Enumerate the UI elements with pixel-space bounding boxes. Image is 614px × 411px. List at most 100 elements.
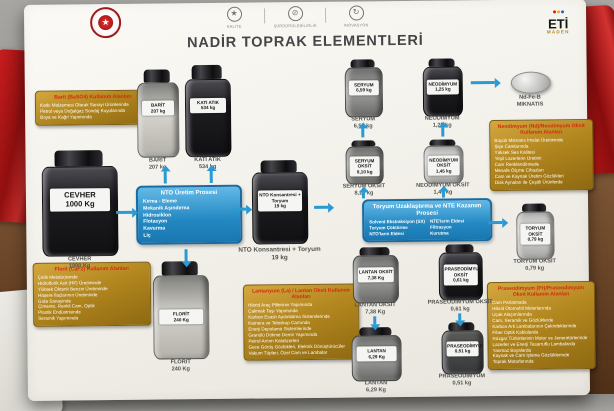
usage-item: Seramik Yapımında <box>38 315 79 322</box>
usage-item: Toprak Motorlarında <box>492 359 534 365</box>
arrow-thorium-to-seryumoksit <box>361 192 365 199</box>
bottle-label: LANTAN OKSİT <box>358 269 393 275</box>
process-title: NTO Üretim Prosesi <box>160 189 218 197</box>
bottle-cap <box>522 203 547 212</box>
bottle-amount: 7,38 Kg <box>367 274 385 280</box>
bottle-amount: 1000 Kg <box>65 199 95 209</box>
bottle-amount: 6,59 kg <box>356 87 372 93</box>
bottle-amount: 6,29 Kg <box>368 354 385 360</box>
arrow-konsantre-to-thorium <box>314 205 329 209</box>
usage-box-praseodimyum: Praseodimyum (Pr)/Praseodimyum Oksit Kul… <box>486 280 596 371</box>
badge-label: SÜRDÜRÜLEBİLİRLİK <box>273 22 317 28</box>
usage-item: Vakum Tüpleri, Özel Cam ve Lambalar <box>248 349 328 356</box>
usage-item: Boya ve Kağıt Yapımında <box>40 113 92 120</box>
badge-kalite: ★ KALİTE <box>206 6 262 28</box>
divider <box>263 8 266 24</box>
arrow-thorium-to-toryumoksit <box>488 220 503 225</box>
bottle-amount: 19 kg <box>274 203 286 209</box>
arrow-cevher-to-nto <box>116 210 133 214</box>
ndfeb-magnet <box>510 71 551 94</box>
usage-item: Disk Aynaları ile Çeşitli Ürünlerde <box>494 178 563 185</box>
arrow-nto-to-barit <box>163 171 167 184</box>
government-emblem-icon: ★ <box>89 6 122 39</box>
bottle-label: PRASEODİMYUM OKSİT <box>444 266 483 278</box>
bottle-amount: 0,79 kg <box>527 236 544 242</box>
bottle-label: NEODİMYUM OKSİT <box>429 157 458 169</box>
bottle-label: SERYUM OKSİT <box>354 158 375 169</box>
logo-dots-icon <box>532 1 584 18</box>
bottle-cap <box>445 244 474 253</box>
process-step: Kurutma <box>430 230 449 236</box>
bottle-cap <box>143 69 170 83</box>
process-box-thorium: Toryum Uzaklaştırma ve NTE Kazanım Prose… <box>361 198 493 243</box>
process-step: NTO'ların Eldesi <box>369 230 404 237</box>
badge-label: İNOVASYON <box>343 21 369 28</box>
crescent-star-icon: ★ <box>98 15 114 31</box>
usage-box-lantan: Lantanyum (La) / Lantan Oksit Kullanım A… <box>242 283 360 362</box>
bottle-amount: 534 kg <box>200 105 216 111</box>
usage-box-title: Lantanyum (La) / Lantan Oksit Kullanım A… <box>252 287 350 301</box>
arrow-lantanoksit-to-lantan <box>373 316 377 325</box>
display-board: ★ ★ KALİTE ⊘ SÜRDÜRÜLEBİLİRLİK ↻ İNOVASY… <box>23 0 596 401</box>
arrow-nto-to-katiatik <box>209 170 213 184</box>
process-title: Toryum Uzaklaştırma ve NTE Kazanım Prose… <box>372 203 482 217</box>
arrow-nto-to-konsantre <box>234 207 247 211</box>
arrow-nto-to-florit <box>184 249 188 262</box>
bottle-amount: 0,61 kg <box>453 277 469 283</box>
arrow-seryumoksit-to-seryum <box>361 128 365 138</box>
process-steps-left: Solvent Ekstraksiyon (SX)Toryum Çöktürme… <box>369 219 425 237</box>
badge-label: KALİTE <box>226 23 242 29</box>
bottle-amount: 0,51 kg <box>454 348 471 354</box>
bottle-amount: 8,10 kg <box>356 169 373 175</box>
bottle-cap <box>260 160 297 173</box>
process-step: Liç <box>143 232 151 239</box>
arrow-neodimyum-to-magnet <box>470 81 495 85</box>
bottle-cap <box>350 59 375 68</box>
usage-box-barit: Barit (BaSO4) Kullanım Alanları Katkı Ma… <box>34 89 152 126</box>
usage-box-title: Barit (BaSO4) Kullanım Alanları <box>54 93 132 101</box>
arrow-neodimyumoksit-to-neodimyum <box>441 127 445 137</box>
bottle-label: TORYUM OKSİT <box>525 225 546 237</box>
quality-badges: ★ KALİTE ⊘ SÜRDÜRÜLEBİLİRLİK ↻ İNOVASYON <box>206 5 384 28</box>
bottle-amount: 207 kg <box>150 108 166 114</box>
usage-box-neodimyum: Neodimyum (Nd)/Neodimyum Oksit Kullanım … <box>489 118 594 191</box>
bottle-cap <box>54 150 104 167</box>
usage-box-title: Neodimyum (Nd)/Neodimyum Oksit Kullanım … <box>497 123 585 136</box>
badge-surdurulebilirlik: ⊘ SÜRDÜRÜLEBİLİRLİK <box>267 6 323 28</box>
bottle-amount: 240 Kg <box>173 316 189 322</box>
bottle-cap <box>428 58 455 68</box>
